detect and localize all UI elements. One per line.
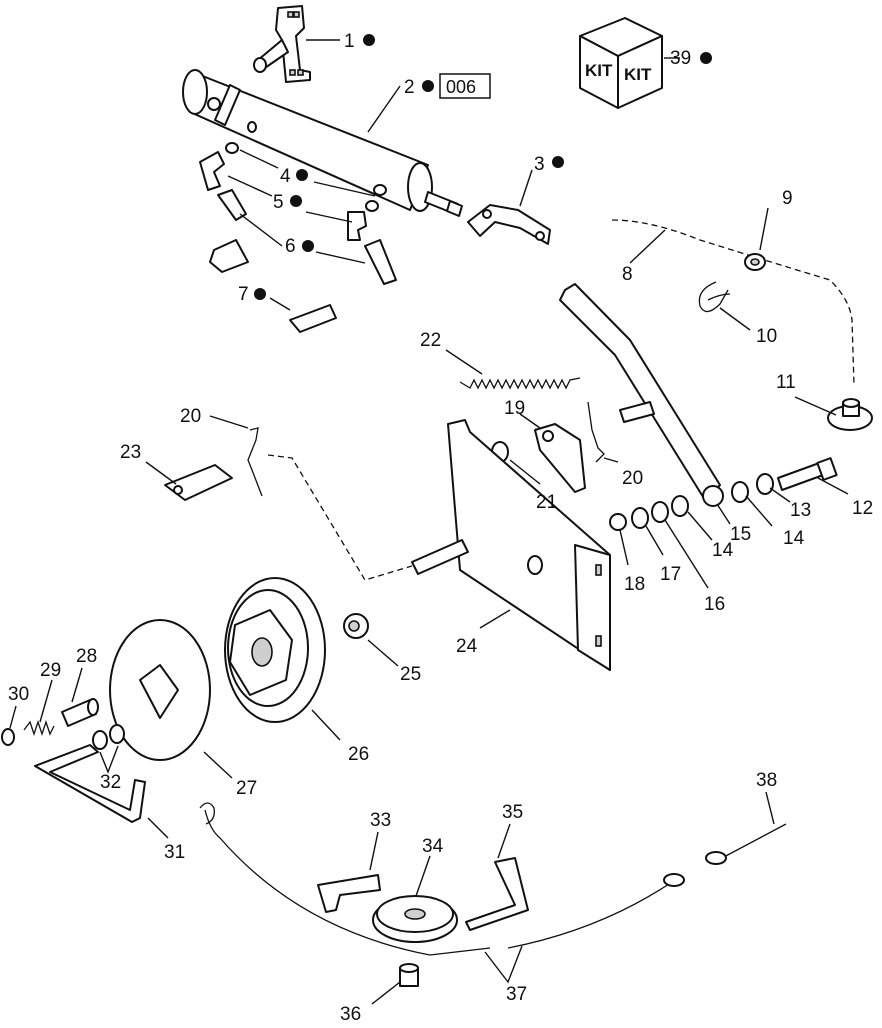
part-33-bracket — [317, 874, 381, 913]
callout-9: 9 — [782, 188, 793, 209]
part-26-pulley-drum — [224, 577, 326, 723]
part-2-cylinder — [182, 69, 463, 217]
part-10-u-clip — [698, 281, 731, 313]
callout-33: 33 — [370, 810, 391, 831]
part-11-knob — [827, 398, 873, 431]
callout-14-right: 14 — [783, 528, 805, 549]
leader-lines — [9, 39, 849, 1005]
dot-7 — [254, 288, 266, 300]
callout-26: 26 — [348, 744, 369, 765]
callout-34: 34 — [422, 836, 444, 857]
callout-11: 11 — [776, 372, 796, 393]
callout-17: 17 — [660, 564, 681, 585]
callout-5: 5 — [273, 192, 284, 213]
callout-36: 36 — [340, 1004, 361, 1025]
callout-4: 4 — [280, 166, 291, 187]
lever-arm — [559, 283, 724, 507]
callout-14-left: 14 — [712, 540, 734, 561]
part-37-cable — [199, 802, 685, 956]
callout-18: 18 — [624, 574, 645, 595]
reference-box-label: 006 — [446, 77, 476, 97]
part-30-washer — [1, 728, 15, 746]
reference-box — [439, 73, 491, 99]
callout-27: 27 — [236, 778, 257, 799]
callout-37: 37 — [506, 984, 527, 1005]
callout-31: 31 — [164, 842, 185, 863]
part-25-bushing — [343, 613, 369, 639]
callout-20-right: 20 — [622, 468, 643, 489]
callout-21: 21 — [536, 492, 557, 513]
part-8-chain — [611, 219, 855, 386]
callout-22: 22 — [420, 330, 441, 351]
dashed-guide-23-24 — [267, 454, 413, 581]
part-12-bolt — [777, 457, 838, 491]
callout-39: 39 — [670, 48, 691, 69]
part-32-washers — [92, 724, 125, 750]
callout-23: 23 — [120, 442, 141, 463]
part-34-pulley — [372, 895, 458, 943]
dot-3 — [552, 156, 564, 168]
callout-1: 1 — [344, 31, 355, 52]
callout-12: 12 — [852, 498, 873, 519]
dot-1 — [363, 34, 375, 46]
callout-20-left: 20 — [180, 406, 201, 427]
kit-indicator-dots — [254, 34, 712, 300]
part-39-kit-box: KIT KIT — [579, 17, 663, 109]
callout-32: 32 — [100, 772, 121, 793]
part-9-bushing — [744, 253, 766, 271]
part-3-bracket — [467, 204, 551, 245]
dot-4 — [296, 169, 308, 181]
part-20-springs — [247, 401, 605, 497]
part-22-spring — [459, 377, 581, 390]
part-6-fittings — [217, 189, 397, 285]
callout-2: 2 — [404, 77, 415, 98]
callout-16: 16 — [704, 594, 725, 615]
dot-2 — [422, 80, 434, 92]
part-1-bracket — [253, 5, 311, 83]
part-4-washers — [225, 142, 387, 212]
callout-24: 24 — [456, 636, 478, 657]
part-15-16-17-18-washers — [609, 501, 669, 531]
kit-label-left: KIT — [585, 61, 613, 80]
callout-8: 8 — [622, 264, 633, 285]
part-38-pin — [705, 823, 787, 865]
callout-19: 19 — [504, 398, 525, 419]
part-28-sleeve — [61, 698, 99, 727]
part-19-plate — [534, 423, 586, 493]
callout-labels: 1 2 3 4 5 6 7 8 9 10 11 12 13 14 14 15 1… — [8, 31, 873, 1025]
callout-29: 29 — [40, 660, 61, 681]
part-27-disc — [109, 619, 211, 761]
callout-30: 30 — [8, 684, 29, 705]
part-29-spring — [23, 719, 55, 737]
part-31-bent-rod — [34, 744, 146, 823]
dot-6 — [302, 240, 314, 252]
dot-39 — [700, 52, 712, 64]
callout-15: 15 — [730, 524, 751, 545]
callout-35: 35 — [502, 802, 523, 823]
dot-5 — [290, 195, 302, 207]
callout-10: 10 — [756, 326, 777, 347]
part-35-bracket — [465, 857, 529, 931]
part-7-clamps — [209, 239, 337, 333]
callout-25: 25 — [400, 664, 421, 685]
callout-13: 13 — [790, 500, 811, 521]
callout-6: 6 — [285, 236, 296, 257]
part-13-14-washers — [671, 473, 774, 517]
callout-28: 28 — [76, 646, 97, 667]
kit-label-right: KIT — [624, 65, 652, 84]
part-24-mounting-plate — [411, 419, 611, 671]
part-36-bushing — [399, 963, 419, 987]
part-5-elbow-fittings — [199, 151, 367, 241]
callout-7: 7 — [238, 284, 249, 305]
callout-3: 3 — [534, 154, 545, 175]
part-23-bracket — [164, 464, 233, 501]
callout-38: 38 — [756, 770, 777, 791]
